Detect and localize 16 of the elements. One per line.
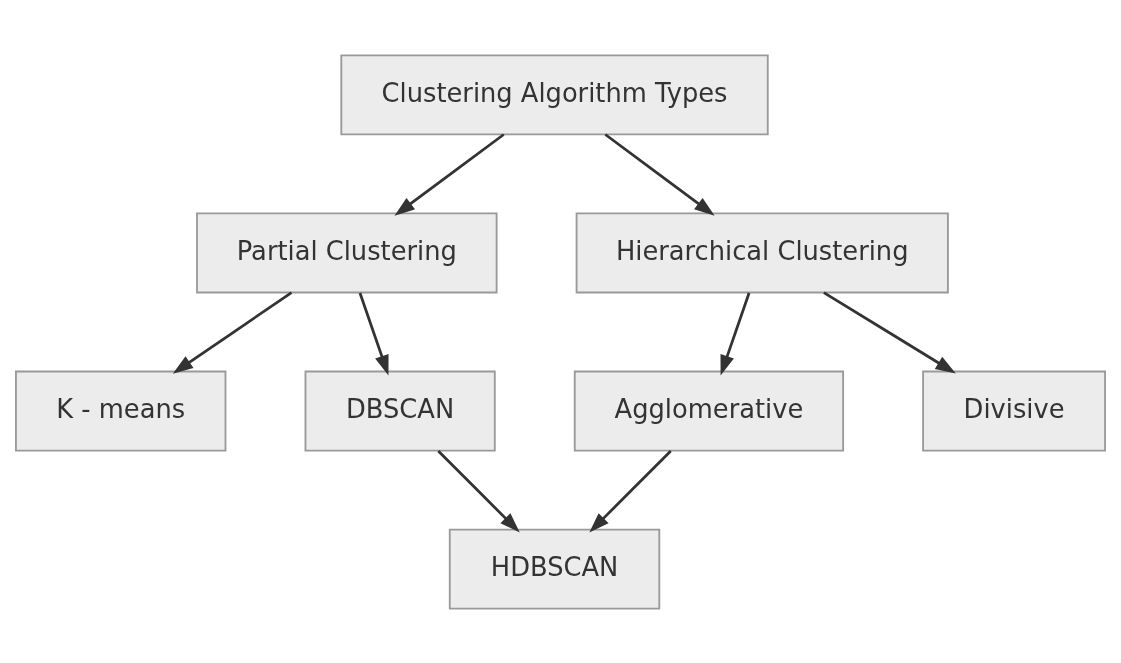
node-box: Clustering Algorithm Types <box>340 53 769 135</box>
arrow <box>172 290 293 374</box>
arrow <box>823 290 956 373</box>
arrow <box>437 449 520 532</box>
arrow <box>358 292 389 375</box>
arrow <box>720 292 751 375</box>
node-box: HDBSCAN <box>448 528 661 610</box>
node-box: Hierarchical Clustering <box>575 212 949 293</box>
node-box: Agglomerative <box>573 370 845 451</box>
node-box: Partial Clustering <box>196 212 498 293</box>
node-box: DBSCAN <box>304 370 496 451</box>
node-box: K - means <box>15 370 227 451</box>
node-box: Divisive <box>922 370 1106 451</box>
arrow <box>394 132 505 216</box>
arrow <box>589 449 672 532</box>
arrow <box>604 132 715 216</box>
